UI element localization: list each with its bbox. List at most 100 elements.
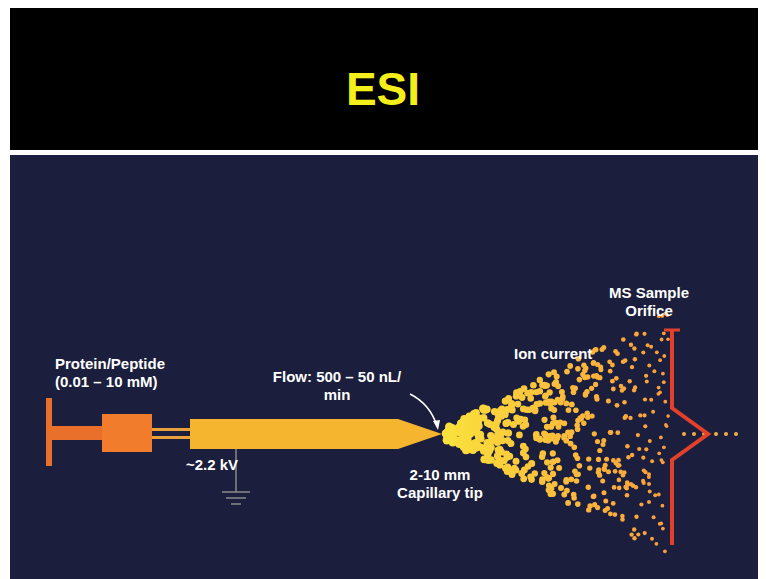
droplet [525,463,532,470]
droplet [587,465,592,470]
droplet [551,458,557,464]
droplet [582,375,587,380]
droplet [615,403,620,408]
droplet [601,438,606,443]
label: 2-10 mm Capillary tip [380,466,500,502]
droplet [550,471,556,477]
droplet [608,430,613,435]
droplet [630,365,634,369]
droplet [643,531,647,535]
droplet [575,427,581,433]
ms-orifice [672,330,708,545]
droplet [597,448,602,453]
droplet [551,369,557,375]
droplet [595,505,600,510]
droplet [564,369,570,375]
droplet [565,500,571,506]
droplet [624,486,629,491]
droplet [647,364,651,368]
droplet [573,407,579,413]
droplet [657,386,661,390]
droplet [569,402,575,408]
droplet [457,429,465,437]
droplet [558,485,564,491]
droplet [546,483,552,489]
droplet [505,430,512,437]
droplet [616,458,621,463]
droplet [628,379,632,383]
droplet [537,388,543,394]
droplet [537,377,543,383]
droplet [486,421,493,428]
capillary [190,419,442,449]
droplet [475,431,483,439]
ion [682,432,686,436]
droplet [446,436,454,444]
droplet [532,470,538,476]
droplet [577,463,583,469]
droplet [623,358,628,363]
droplet [572,386,578,392]
droplet [581,421,586,426]
droplet [555,433,561,439]
label: Protein/Peptide (0.01 – 10 mM) [55,355,185,391]
droplet [573,452,579,458]
droplet [584,389,589,394]
droplet [636,433,640,437]
droplet [537,400,543,406]
droplet [655,542,659,546]
droplet [604,457,609,462]
droplet [483,406,491,414]
droplet [595,439,600,444]
droplet [558,400,564,406]
droplet [541,417,547,423]
droplet [522,446,529,453]
droplet [606,399,611,404]
droplet [650,459,654,463]
droplet [504,468,511,475]
droplet [633,357,637,361]
droplet [642,332,646,336]
droplet [520,475,527,482]
droplet [600,347,605,352]
droplet [632,527,636,531]
spray-droplets [442,312,738,553]
label: Ion current [514,345,614,363]
droplet [512,467,519,474]
droplet [662,445,666,449]
droplet [495,458,502,465]
droplet [607,359,612,364]
droplet [594,397,599,402]
droplet [665,425,669,429]
droplet [519,394,526,401]
droplet [626,455,630,459]
droplet [593,382,598,387]
droplet [663,549,667,553]
droplet [603,508,608,513]
droplet [662,380,666,384]
droplet [648,439,652,443]
droplet [639,502,643,506]
droplet [563,401,569,407]
droplet [657,392,661,396]
droplet [609,430,614,435]
droplet [613,469,618,474]
droplet [603,463,608,468]
syringe [46,398,192,466]
droplet [666,337,670,341]
droplet [472,416,480,424]
droplet [559,389,565,395]
droplet [446,427,454,435]
title: ESI [0,62,766,116]
droplet [613,512,618,517]
droplet [548,465,554,471]
droplet [649,398,653,402]
droplet [646,343,650,347]
droplet [494,431,501,438]
droplet [657,493,661,497]
droplet [641,456,645,460]
droplet [550,415,556,421]
droplet [621,337,626,342]
droplet [655,350,659,354]
droplet [628,416,632,420]
